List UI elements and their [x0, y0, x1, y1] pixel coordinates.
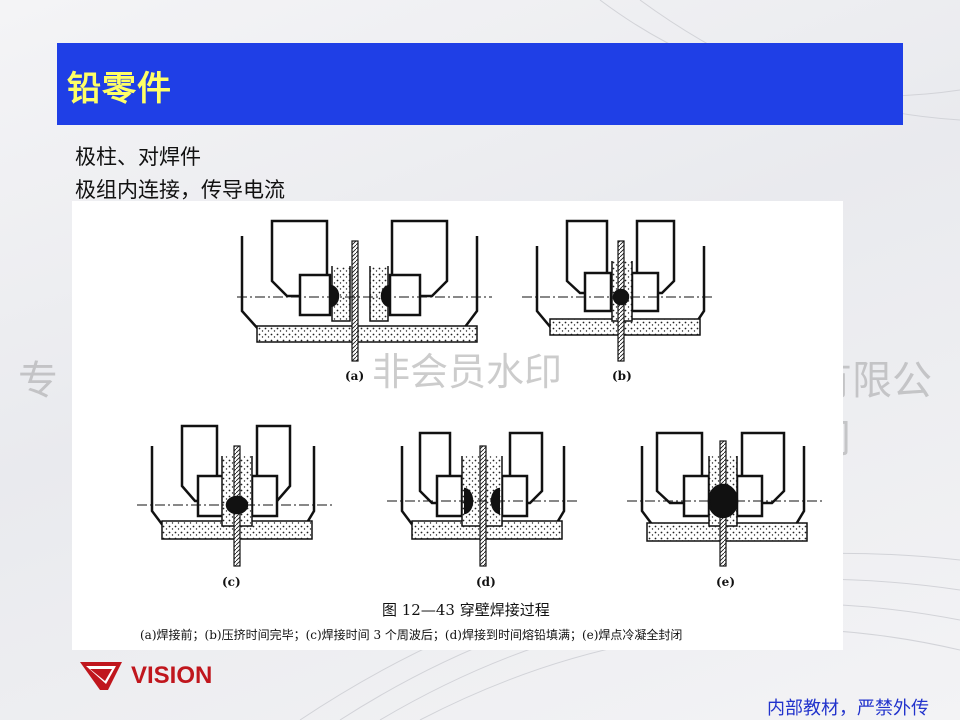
figure-note: (a)焊接前；(b)压挤时间完毕；(c)焊接时间 3 个周波后；(d)焊接到时间… — [140, 628, 683, 642]
panel-label: (e) — [716, 575, 735, 589]
watermark-left: 专 — [18, 358, 58, 404]
bullet-item: 极柱、对焊件 — [75, 145, 201, 169]
panel-label: (b) — [612, 369, 632, 383]
panel-label: (c) — [222, 575, 241, 589]
welding-diagram: 非会员水印 (a) (b) (c) (d) (e) 图 12—43 穿壁焊接过程… — [72, 201, 843, 650]
title-bar: 铅零件 — [57, 43, 903, 125]
welding-diagram-drawing — [137, 219, 822, 567]
vision-logo-icon — [80, 662, 122, 690]
panel-a — [237, 219, 492, 362]
panel-c — [137, 424, 332, 567]
panel-d — [387, 431, 577, 567]
footer-notice: 内部教材，严禁外传 — [767, 698, 929, 719]
logo-text: VISION — [131, 662, 213, 689]
panel-label: (a) — [345, 369, 365, 383]
figure-caption: 图 12—43 穿壁焊接过程 — [382, 601, 550, 619]
panel-label: (d) — [476, 575, 496, 589]
vision-logo: VISION — [78, 660, 212, 692]
panel-e — [627, 431, 822, 567]
slide-title: 铅零件 — [67, 69, 172, 109]
bullet-item: 极组内连接，传导电流 — [75, 178, 285, 202]
watermark-middle: 非会员水印 — [372, 350, 563, 394]
panel-b — [522, 219, 712, 362]
